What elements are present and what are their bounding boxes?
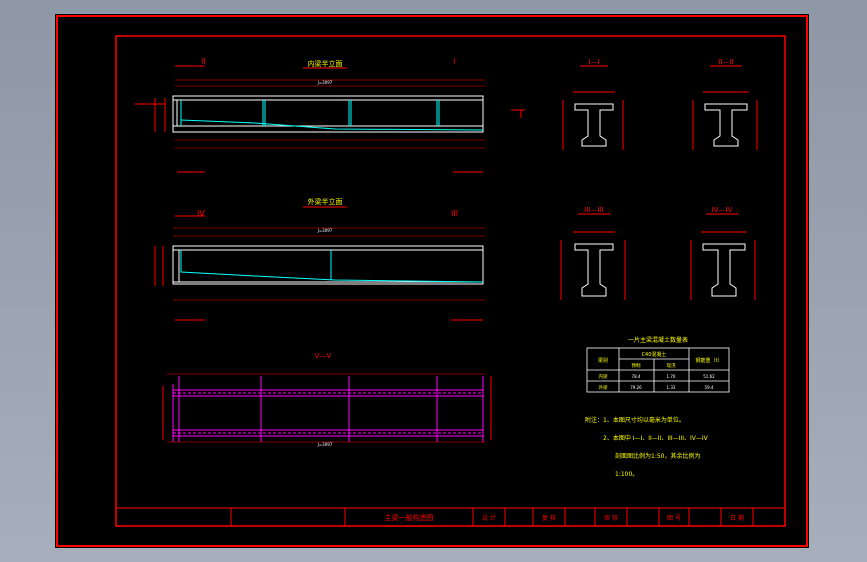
table-sub-precast: 预制 <box>632 362 641 369</box>
inner-half-title: 内梁半立面 <box>308 59 343 68</box>
plan-total-length: J=3097 <box>317 442 333 447</box>
plan-title: V—V <box>315 352 332 360</box>
section-4[interactable]: IV—IV <box>690 206 756 300</box>
table-sub-castinplace: 现浇 <box>667 362 676 369</box>
table-row-2-a: 79.26 <box>630 385 642 390</box>
table-row-1-a: 78.4 <box>632 374 641 379</box>
drawing-notes: 附注：1、本图尺寸均以毫米为单位。 2、本图中 I—I、II—II、III—II… <box>585 416 709 478</box>
section-4-label: IV—IV <box>712 206 733 214</box>
section-3[interactable]: III—III <box>560 206 626 300</box>
table-row-2-c: 59.4 <box>705 385 714 390</box>
outer-half-elevation[interactable]: 外梁半立面 IV III J=3097 <box>154 197 485 321</box>
section-2[interactable]: II—II <box>692 58 758 150</box>
table-title: 一片主梁混凝土数量表 <box>628 336 688 344</box>
table-col-concrete: C40混凝土 <box>642 351 667 358</box>
table-row-1-name: 内梁 <box>599 373 608 380</box>
inner-section-left-mark: II <box>201 57 206 66</box>
outer-section-left-mark: IV <box>197 209 205 218</box>
inner-section-right-mark: I <box>453 57 455 66</box>
drawing-number-label: 图 号 <box>667 515 681 522</box>
quantity-table[interactable]: 一片主梁混凝土数量表 梁别 C40混凝土 钢筋重（t） 预制 现浇 内梁 78.… <box>586 336 730 393</box>
outer-section-right-mark: III <box>451 209 458 218</box>
cad-drawing-sheet[interactable]: 内梁半立面 II I J=3097 外梁半立面 IV III <box>55 14 809 548</box>
outer-total-length: J=3097 <box>317 228 333 233</box>
table-row-2-b: 1.33 <box>667 385 676 390</box>
outer-border <box>56 15 808 547</box>
table-col-steel: 钢筋重（t） <box>696 357 723 364</box>
audit-label: 审 核 <box>604 514 618 522</box>
note-4: 1:100。 <box>615 471 638 478</box>
table-row-2-name: 外梁 <box>599 384 608 391</box>
inner-total-length: J=3097 <box>317 80 333 85</box>
outer-half-title: 外梁半立面 <box>308 197 343 206</box>
date-label: 日 期 <box>730 514 744 522</box>
inner-half-elevation[interactable]: 内梁半立面 II I J=3097 <box>135 57 525 173</box>
section-1[interactable]: I—I <box>562 58 624 150</box>
review-label: 复 核 <box>542 514 556 522</box>
design-label: 设 计 <box>482 514 496 522</box>
note-1: 附注：1、本图尺寸均以毫米为单位。 <box>585 416 685 424</box>
table-col-beam: 梁别 <box>598 357 608 364</box>
plan-view-v[interactable]: V—V J=3097 <box>162 352 492 447</box>
drawing-canvas: 内梁半立面 II I J=3097 外梁半立面 IV III <box>56 15 808 547</box>
drawing-name: 主梁一般构造图 <box>385 513 434 522</box>
note-2: 2、本图中 I—I、II—II、III—III、IV—IV <box>603 434 709 442</box>
section-2-label: II—II <box>718 58 733 66</box>
note-3: 剖面图比例为1:50，其余比例为 <box>615 452 700 460</box>
table-row-1-b: 1.70 <box>667 374 676 379</box>
title-block[interactable]: 主梁一般构造图 设 计 复 核 审 核 图 号 日 期 <box>115 507 786 527</box>
table-row-1-c: 51.62 <box>703 374 715 379</box>
section-1-label: I—I <box>588 58 599 66</box>
section-3-label: III—III <box>584 206 603 214</box>
